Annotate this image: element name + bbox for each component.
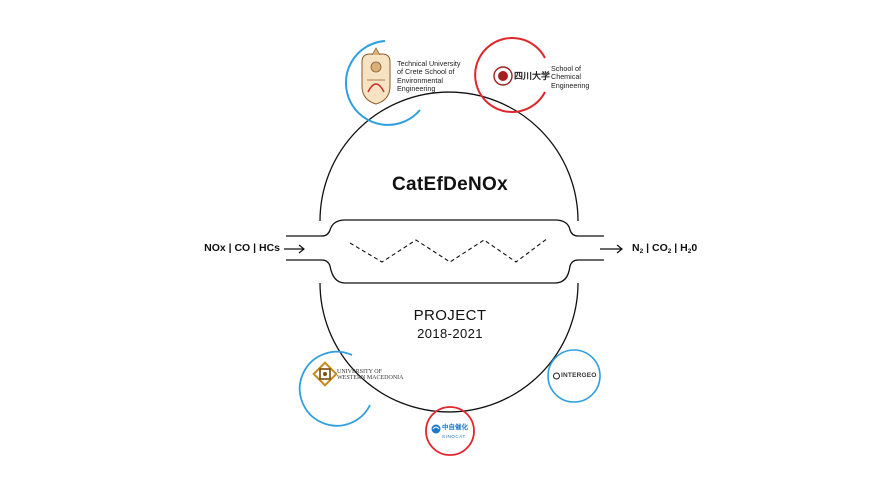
- project-years: 2018-2021: [417, 326, 483, 341]
- outlet-sep-2: |: [671, 242, 681, 254]
- tuc-line-3: Environmental: [397, 75, 443, 85]
- scu-ring: [474, 37, 546, 113]
- intergeo-ring: [547, 349, 601, 403]
- sinocat-ring: [425, 406, 475, 456]
- outlet-arrow: [600, 244, 623, 254]
- reactor-tube-bottom: [286, 259, 604, 284]
- sinocat-logo-text: SINOCAT: [442, 434, 466, 439]
- tuc-ring: [344, 40, 421, 126]
- inlet-arrow: [284, 244, 305, 254]
- outlet-n: N: [632, 242, 640, 254]
- uowm-ring: [298, 350, 371, 427]
- outlet-h-sub: 2: [687, 248, 692, 255]
- outlet-h: H: [680, 242, 688, 254]
- inlet-gases-label: NOx | CO | HCs: [204, 242, 280, 254]
- diagram-title: CatEfDeNOx: [392, 174, 508, 195]
- tuc-crest-icon: [361, 47, 391, 105]
- tuc-line-4: Engineering: [397, 84, 436, 94]
- scu-line-2: Chemical: [551, 72, 581, 82]
- reactor-tube: [286, 219, 604, 237]
- outlet-co: CO: [652, 242, 668, 254]
- tuc-line-2: of Crete School of: [397, 67, 455, 77]
- outlet-h-rest: 0: [691, 242, 698, 254]
- outlet-co-sub: 2: [667, 248, 672, 255]
- scu-seal-icon: 四川大学: [493, 66, 550, 86]
- main-circle-upper-arc: [319, 91, 579, 222]
- sinocat-chinese-mark: 中自催化: [442, 424, 468, 431]
- scu-line-3: Engineering: [551, 80, 590, 90]
- sinocat-emblem-icon: [431, 424, 441, 434]
- scu-logo-text: School of Chemical Engineering: [551, 64, 590, 90]
- catalyst-zigzag: [349, 237, 549, 263]
- tuc-line-1: Technical University: [397, 59, 461, 68]
- outlet-sep-1: |: [643, 242, 652, 254]
- project-label: PROJECT: [413, 307, 487, 324]
- scu-line-1: School of: [551, 64, 581, 73]
- intergeo-logo-text: INTERGEO: [561, 372, 597, 379]
- main-circle-lower-arc: [319, 282, 579, 413]
- outlet-gases-label: N2 | CO2 | H20: [632, 242, 752, 255]
- uowm-emblem-icon: [312, 361, 338, 387]
- svg-text:四川大学: 四川大学: [514, 70, 550, 82]
- uowm-logo-text: UNIVERSITY OF WESTERN MACEDONIA: [337, 369, 404, 382]
- outlet-n-sub: 2: [639, 248, 644, 255]
- tuc-logo-text: Technical University of Crete School of …: [397, 59, 461, 94]
- uowm-line-2: WESTERN MACEDONIA: [337, 375, 404, 382]
- intergeo-emblem-icon: [553, 372, 560, 380]
- uowm-line-1: UNIVERSITY OF: [337, 369, 382, 375]
